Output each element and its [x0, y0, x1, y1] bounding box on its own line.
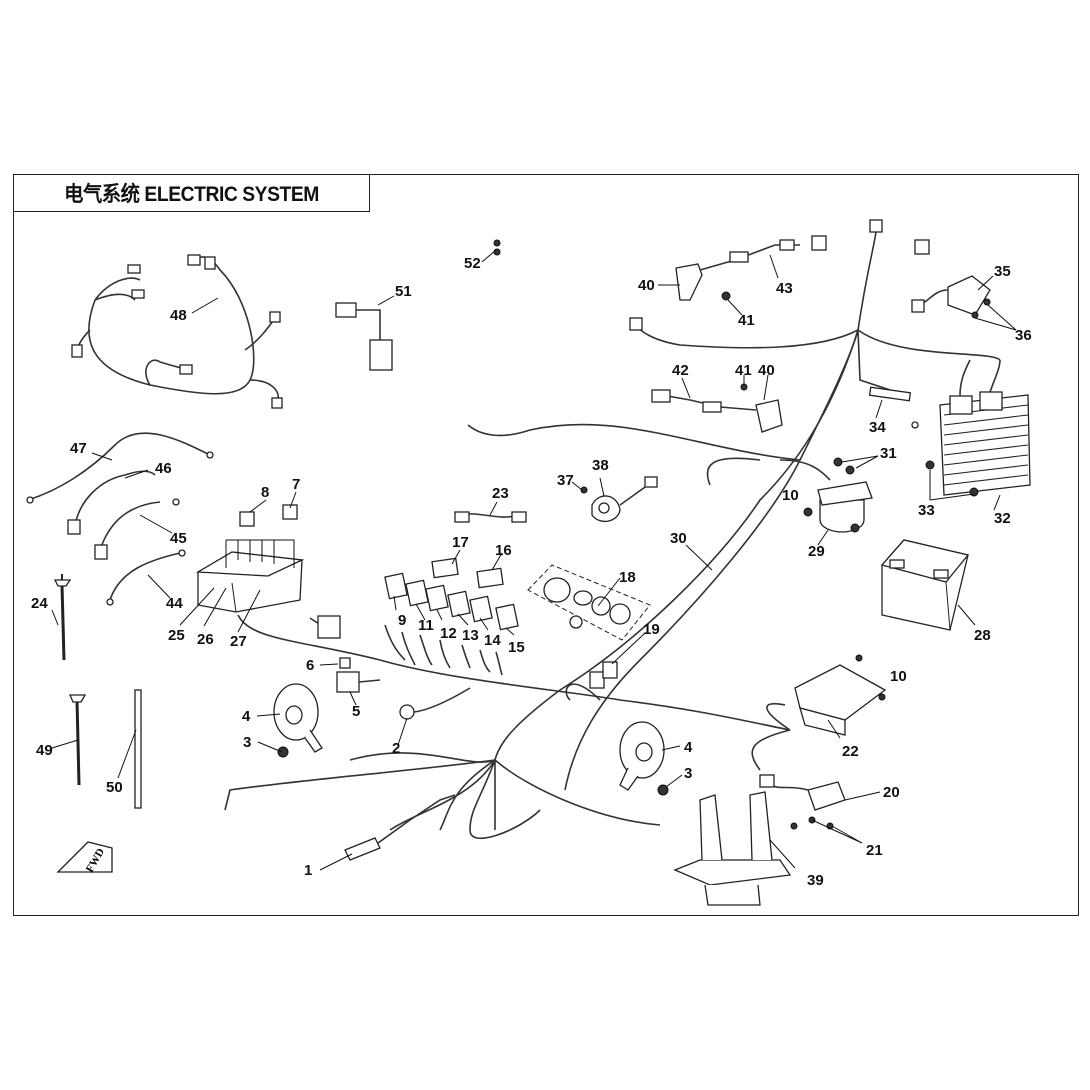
callout-47: 47 [70, 440, 87, 457]
callout-27: 27 [230, 633, 247, 650]
callout-8: 8 [261, 484, 269, 501]
fwd-arrow: FWD [56, 841, 113, 875]
callout-33: 33 [918, 502, 935, 519]
callout-24: 24 [31, 595, 48, 612]
callout-10b: 10 [890, 668, 907, 685]
callout-29: 29 [808, 543, 825, 560]
callout-35: 35 [994, 263, 1011, 280]
callout-13: 13 [462, 627, 479, 644]
callout-44: 44 [166, 595, 183, 612]
callout-3a: 3 [243, 734, 251, 751]
callout-20: 20 [883, 784, 900, 801]
diagram-frame [13, 174, 1079, 916]
callout-41a: 41 [738, 312, 755, 329]
callout-3b: 3 [684, 765, 692, 782]
callout-40b: 40 [758, 362, 775, 379]
sensor-38 [580, 476, 658, 523]
callout-19: 19 [643, 621, 660, 638]
callout-37: 37 [557, 472, 574, 489]
callout-43: 43 [776, 280, 793, 297]
callout-51: 51 [395, 283, 412, 300]
callout-46: 46 [155, 460, 172, 477]
callout-14: 14 [484, 632, 501, 649]
callout-38: 38 [592, 457, 609, 474]
ecu-22 [794, 654, 887, 736]
callout-41b: 41 [735, 362, 752, 379]
title-box: 电气系统 ELECTRIC SYSTEM [13, 174, 370, 212]
leader-lines [51, 249, 1017, 871]
ignition-switch [527, 564, 651, 641]
relays [309, 557, 519, 676]
callouts: 1 2 3 3 4 4 5 6 7 8 9 10 10 11 12 13 14 … [31, 255, 1032, 889]
callout-34: 34 [869, 419, 886, 436]
voltage-regulator [868, 359, 1031, 497]
callout-12: 12 [440, 625, 457, 642]
callout-45: 45 [170, 530, 187, 547]
callout-22: 22 [842, 743, 859, 760]
callout-40a: 40 [638, 277, 655, 294]
bracket-39 [673, 791, 792, 906]
callout-9: 9 [398, 612, 406, 629]
starter-relay [803, 457, 873, 533]
callout-1: 1 [304, 862, 312, 879]
callout-25: 25 [168, 627, 185, 644]
callout-26: 26 [197, 631, 214, 648]
callout-23: 23 [492, 485, 509, 502]
callout-32: 32 [994, 510, 1011, 527]
callout-4b: 4 [684, 739, 693, 756]
callout-7: 7 [292, 476, 300, 493]
callout-31: 31 [880, 445, 897, 462]
callout-18: 18 [619, 569, 636, 586]
callout-49: 49 [36, 742, 53, 759]
cable-ties [53, 574, 142, 809]
callout-4a: 4 [242, 708, 251, 725]
callout-50: 50 [106, 779, 123, 796]
callout-36: 36 [1015, 327, 1032, 344]
main-wiring-harness [224, 219, 1001, 840]
callout-16: 16 [495, 542, 512, 559]
callout-52: 52 [464, 255, 481, 272]
connector-35 [629, 219, 991, 331]
callout-28: 28 [974, 627, 991, 644]
callout-6: 6 [306, 657, 314, 674]
fuse-box [195, 504, 305, 613]
callout-17: 17 [452, 534, 469, 551]
diagram-title: 电气系统 ELECTRIC SYSTEM [64, 183, 319, 206]
callout-30: 30 [670, 530, 687, 547]
callout-42: 42 [672, 362, 689, 379]
horns [273, 683, 669, 796]
callout-2: 2 [392, 740, 400, 757]
callout-11: 11 [418, 617, 434, 634]
callout-10a: 10 [782, 487, 799, 504]
misc-components [336, 657, 846, 861]
speed-sensors [651, 239, 800, 433]
switch-23 [454, 511, 527, 523]
callout-5: 5 [352, 703, 360, 720]
battery-cables [26, 432, 214, 606]
connector-51 [335, 239, 501, 371]
callout-48: 48 [170, 307, 187, 324]
sub-harness-48 [71, 254, 283, 409]
callout-39: 39 [807, 872, 824, 889]
battery [880, 539, 970, 631]
callout-21: 21 [866, 842, 883, 859]
callout-15: 15 [508, 639, 525, 656]
